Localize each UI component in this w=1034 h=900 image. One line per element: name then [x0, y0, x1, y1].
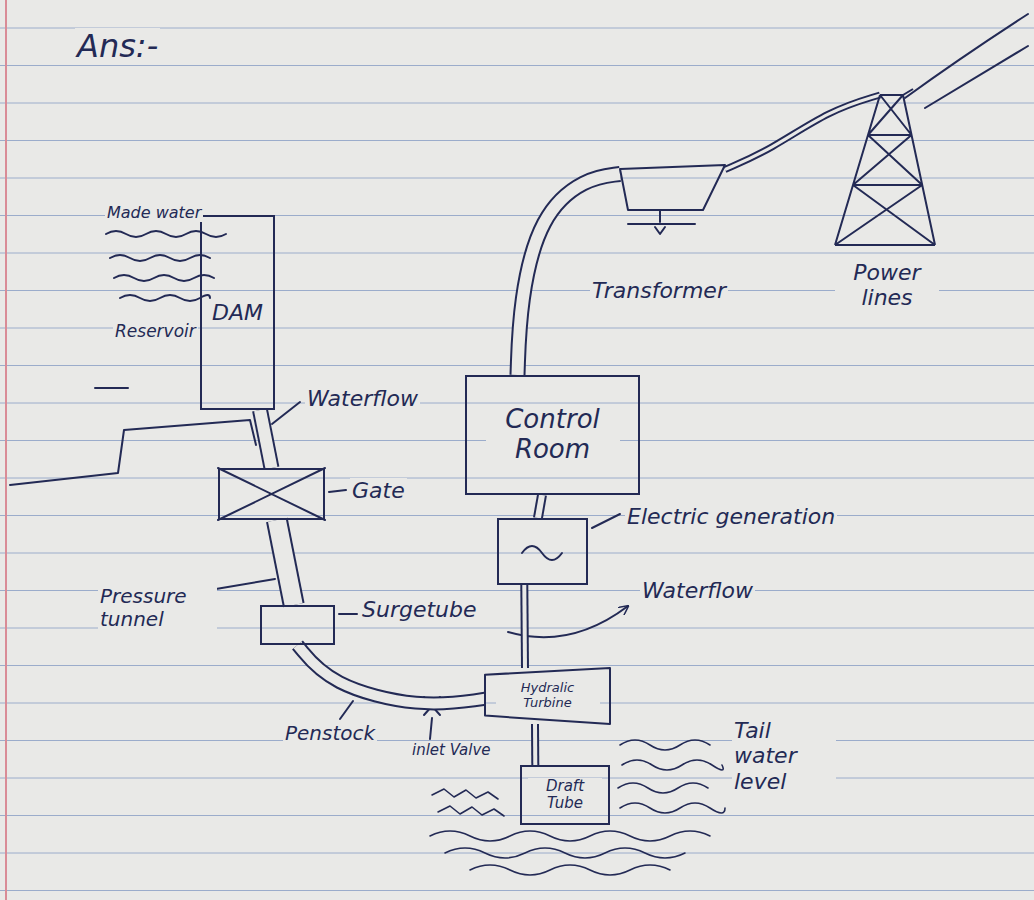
pipe-wall [518, 174, 621, 375]
pipe-bore [725, 95, 880, 170]
reservoir-water [106, 231, 226, 237]
dam-wall: DAM [200, 215, 275, 410]
tail-water [438, 806, 504, 816]
tailwater-label: Tail water level [732, 718, 836, 794]
node-label: Gate [350, 478, 407, 503]
flow-label: Waterflow [305, 386, 420, 411]
ground-symbol [628, 211, 695, 234]
draft-shaft [535, 724, 536, 765]
power-tower-outline [835, 95, 935, 245]
draft-tube: Draft Tube [520, 765, 610, 825]
pipe-bore [518, 174, 621, 375]
tail-water [432, 789, 498, 799]
reservoir-water [114, 275, 214, 281]
leader-line [339, 613, 357, 615]
transformer-outline [620, 165, 725, 210]
pressure-tunnel [277, 520, 294, 605]
generator-box: Electric generation [497, 518, 588, 585]
reservoir-water [110, 255, 210, 261]
pipe-wall [538, 495, 542, 518]
power-wire [925, 46, 1028, 108]
leader-line [272, 402, 300, 424]
penstock-label: Penstock [283, 722, 377, 745]
node-label: Draft Tube [528, 778, 602, 813]
tail-water [622, 760, 723, 770]
leader-line [340, 701, 353, 719]
tail-water [430, 831, 710, 841]
tower-lattice [835, 89, 935, 245]
node-label: Electric generation [625, 504, 837, 529]
gate-box: Gate [218, 468, 325, 520]
reservoir-label: Reservoir [113, 322, 198, 342]
water-dash [95, 387, 128, 389]
outline-group [485, 668, 610, 724]
leader-line [210, 579, 275, 590]
tunnel-label: Pressure tunnel [98, 585, 217, 631]
power-tower: Power lines [835, 95, 935, 245]
control-link [538, 495, 542, 518]
tail-water [620, 740, 710, 750]
pipe-bore [538, 495, 542, 518]
leader-line [430, 718, 432, 739]
pipe-bore [522, 585, 527, 668]
penstock-pipe [298, 645, 486, 703]
flow-label: Waterflow [640, 578, 755, 603]
node-label: Power lines [835, 260, 939, 311]
pipe-wall [277, 520, 294, 605]
tail-water [618, 783, 708, 793]
power-cable [518, 174, 621, 375]
pipe-wall [725, 95, 880, 170]
turbine-outline [485, 668, 610, 724]
node-label: Control Room [486, 405, 620, 465]
margin-line [5, 0, 7, 900]
turbine-shaft [524, 585, 526, 668]
node-label: DAM [210, 300, 265, 325]
pipe-bore [298, 645, 486, 703]
tail-water [620, 803, 725, 813]
leader-line [592, 514, 620, 528]
surge-tube: Surgetube [260, 605, 335, 645]
pipe-bore [533, 724, 537, 765]
valve-label: inlet Valve [410, 742, 494, 759]
generator-symbol [522, 546, 562, 560]
outline-group [620, 165, 725, 210]
gate-cross [218, 468, 325, 520]
transmission-wire [725, 95, 880, 170]
node-label: Transformer [590, 278, 728, 303]
reservoir-water [120, 295, 210, 301]
outline-group [835, 89, 935, 245]
answer-heading: Ans:- [75, 28, 160, 65]
tail-water [470, 865, 670, 875]
node-label: Hydralic Turbine [496, 681, 600, 711]
turbine-shape: Hydralic Turbine [485, 668, 610, 724]
control-room: Control Room [465, 375, 640, 495]
pipe-wall [531, 724, 539, 765]
pipe-wall [260, 410, 272, 468]
node-label: Surgetube [360, 597, 479, 622]
leader-line [329, 490, 346, 492]
transformer-shape: Transformer [620, 165, 725, 210]
water-pipe [260, 410, 272, 468]
pipe-bore [277, 520, 294, 605]
pipe-wall [520, 585, 529, 668]
reservoir-note: Made water [105, 204, 203, 222]
pipe-wall [298, 645, 486, 703]
tail-water [445, 848, 685, 858]
transformer-shape-outline [620, 165, 725, 210]
pipe-bore [260, 410, 272, 468]
